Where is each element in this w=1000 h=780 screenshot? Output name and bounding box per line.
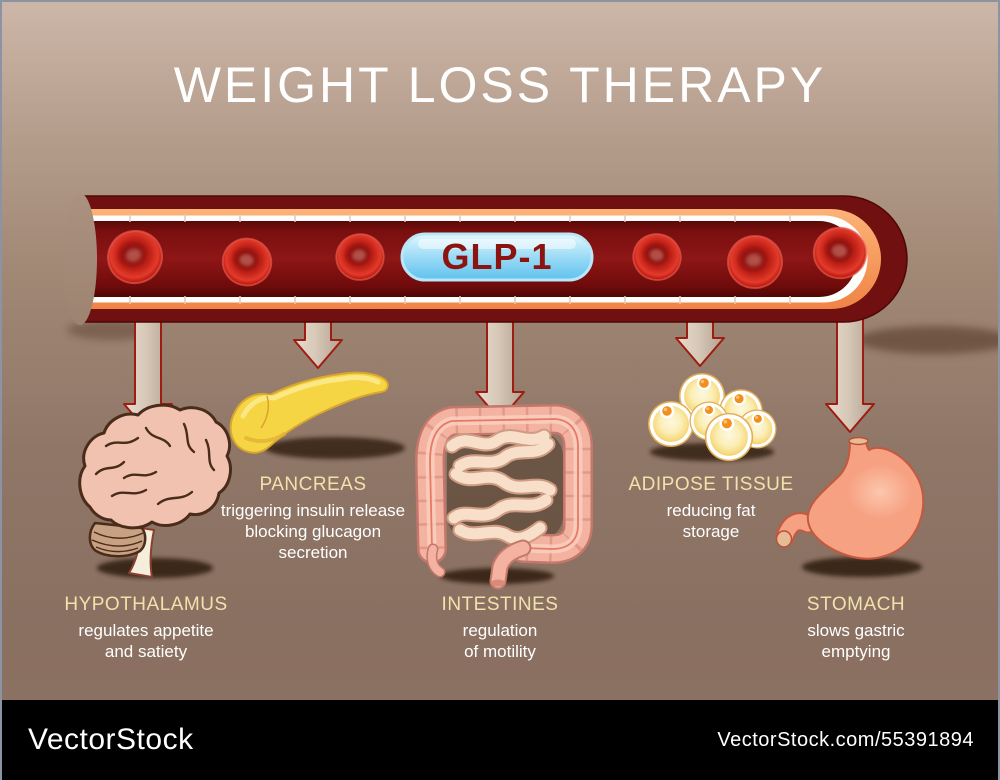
- endothelium-ticks-top: [129, 214, 791, 222]
- pancreas-icon: [229, 371, 405, 459]
- vessel-shadow: [857, 326, 1000, 354]
- organ-name-hypothalamus: HYPOTHALAMUS: [64, 594, 228, 615]
- watermark-bar: VectorStock VectorStock.com/55391894: [0, 700, 1000, 780]
- page-title: WEIGHT LOSS THERAPY: [173, 57, 827, 113]
- watermark-credit: VectorStock.com/55391894: [717, 728, 974, 751]
- vectorstock-logo: VectorStock: [28, 723, 194, 756]
- organ-description-intestines: regulation of motility: [462, 621, 538, 661]
- red-blood-cells: [107, 226, 868, 290]
- stomach-icon: [775, 436, 925, 577]
- down-arrows: [123, 311, 875, 433]
- red-blood-cell-icon: [727, 234, 783, 290]
- red-blood-cell-icon: [335, 233, 385, 281]
- label-block-adipose-tissue: ADIPOSE TISSUE reducing fat storage: [591, 474, 831, 542]
- red-blood-cell-icon: [107, 229, 163, 285]
- down-arrow-icon: [475, 311, 525, 421]
- organ-description-adipose-tissue: reducing fat storage: [666, 501, 756, 541]
- red-blood-cell-icon: [812, 226, 868, 280]
- red-blood-cell-icon: [221, 237, 273, 287]
- label-block-intestines: INTESTINES regulation of motility: [380, 594, 620, 662]
- organ-name-adipose-tissue: ADIPOSE TISSUE: [628, 474, 794, 495]
- organ-name-stomach: STOMACH: [806, 594, 906, 615]
- organ-description-stomach: slows gastric emptying: [807, 621, 905, 661]
- label-block-pancreas: PANCREAS triggering insulin release bloc…: [193, 474, 433, 563]
- adipose-tissue-icon: [648, 373, 777, 462]
- organ-name-intestines: INTESTINES: [441, 594, 559, 615]
- red-blood-cell-icon: [632, 233, 682, 281]
- glp1-label: GLP-1: [441, 236, 553, 277]
- endothelium-ticks-bottom: [129, 296, 791, 304]
- brain-icon: [78, 403, 232, 578]
- down-arrow-icon: [825, 311, 875, 433]
- organ-name-pancreas: PANCREAS: [259, 474, 367, 495]
- intestines-icon: [415, 404, 593, 590]
- glp1-pill: [400, 232, 594, 282]
- organ-description-pancreas: triggering insulin release blocking gluc…: [220, 501, 406, 562]
- vessel-open-end: [63, 193, 97, 325]
- label-block-hypothalamus: HYPOTHALAMUS regulates appetite and sati…: [26, 594, 266, 662]
- label-block-stomach: STOMACH slows gastric emptying: [736, 594, 976, 662]
- organ-description-hypothalamus: regulates appetite and satiety: [78, 621, 214, 661]
